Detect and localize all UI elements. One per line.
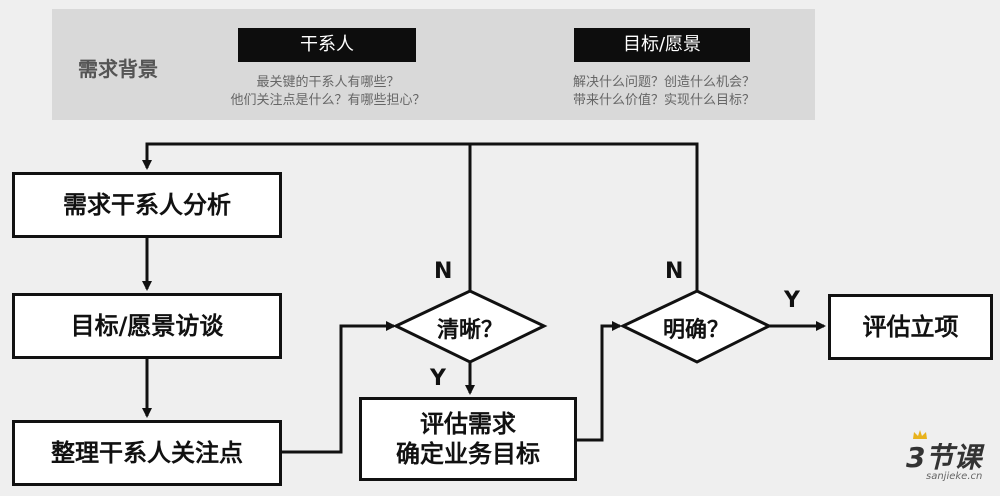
step-project-approval: 评估立项 (828, 294, 993, 360)
decision-defined-diamond (619, 289, 773, 364)
decision-defined-label: 明确？ (662, 318, 729, 343)
step-evaluate-requirements: 评估需求 确定业务目标 (359, 397, 577, 481)
connector-step3-decision1 (282, 321, 396, 454)
goal-question: 解决什么问题？创造什么机会？ (572, 75, 755, 90)
connector-decision1-no (142, 142, 472, 291)
stakeholder-questions: 最关键的干系人有哪些？ 他们关注点是什么？有哪些担心？ (188, 74, 468, 110)
logo-text: 3节课 (906, 441, 982, 474)
goal-questions: 解决什么问题？创造什么机会？ 带来什么价值？实现什么目标？ (526, 74, 802, 110)
panel-title: 需求背景 (78, 57, 158, 81)
brand-logo: 3节课 sanjieke.cn (900, 430, 990, 486)
stakeholder-tag: 干系人 (238, 28, 416, 62)
goal-question: 带来什么价值？实现什么目标？ (572, 93, 755, 108)
crown-icon (913, 430, 927, 439)
requirement-background-panel: 需求背景 干系人 最关键的干系人有哪些？ 他们关注点是什么？有哪些担心？ 目标/… (52, 9, 815, 120)
step-stakeholder-analysis: 需求干系人分析 (12, 172, 282, 238)
decision-clear-label: 清晰？ (436, 318, 503, 343)
no-label: N (434, 259, 453, 284)
step-vision-interview: 目标/愿景访谈 (12, 293, 282, 359)
connector-decision2-no (470, 142, 699, 291)
goal-tag: 目标/愿景 (574, 28, 750, 62)
yes-label: Y (784, 288, 800, 313)
yes-label: Y (430, 366, 446, 391)
stakeholder-question: 他们关注点是什么？有哪些担心？ (230, 93, 426, 108)
logo-domain: sanjieke.cn (926, 471, 983, 482)
step-evaluate-line2: 确定业务目标 (396, 440, 540, 468)
step-evaluate-line1: 评估需求 (420, 410, 516, 438)
connector-step4-decision2 (577, 321, 622, 442)
decision-clear-diamond (392, 289, 548, 364)
stakeholder-question: 最关键的干系人有哪些？ (256, 75, 400, 90)
no-label: N (665, 259, 684, 284)
step-organize-concerns: 整理干系人关注点 (12, 420, 282, 486)
